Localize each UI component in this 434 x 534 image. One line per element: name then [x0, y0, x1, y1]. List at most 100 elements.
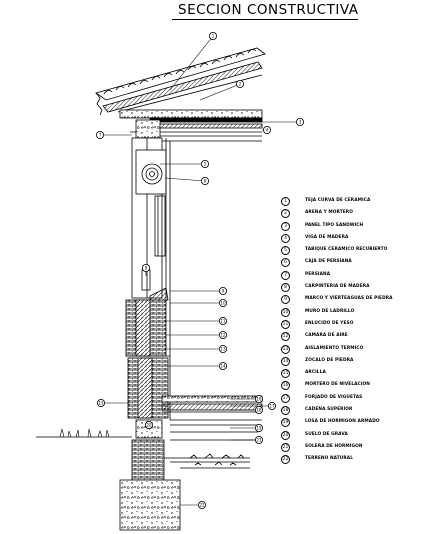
gravel: [189, 453, 245, 466]
callout-number: 10: [220, 301, 226, 306]
callout-number: 1: [212, 34, 215, 39]
legend-number: 11: [281, 319, 290, 329]
callout-number: 8: [145, 266, 148, 271]
legend-item: 3 PANEL TIPO SANDWICH: [281, 220, 431, 232]
grass: [59, 428, 110, 438]
legend-number: 3: [281, 221, 290, 231]
callout-marker: [200, 176, 209, 185]
legend-label: TERRENO NATURAL: [305, 456, 354, 462]
legend-item: 14 ZOCALO DE PIEDRA: [281, 355, 431, 367]
floor-slab: [135, 395, 263, 441]
callout-number: 14: [220, 364, 226, 369]
legend-item: 13 AISLAMIENTO TERMICO: [281, 343, 431, 355]
legend-number: 10: [281, 307, 290, 317]
callout-number: 21: [256, 438, 262, 443]
legend-label: CADENA SUPERIOR: [305, 407, 353, 413]
legend-label: PERSIANA: [305, 271, 331, 277]
callout-marker: [218, 361, 227, 370]
callout-marker: [254, 394, 263, 403]
legend-number: 16: [281, 381, 290, 391]
callout-marker: [218, 286, 227, 295]
callout-number: 22: [199, 503, 205, 508]
callout-marker: [267, 401, 276, 410]
legend-label: ZOCALO DE PIEDRA: [305, 357, 354, 363]
legend-number: 7: [281, 270, 290, 280]
callout-marker: [295, 118, 304, 127]
callout-number: 18: [256, 408, 262, 413]
legend-label: ENLUCIDO DE YESO: [305, 320, 354, 326]
legend-label: FORJADO DE VIGUETAS: [305, 394, 363, 400]
callout-number: 13: [220, 347, 226, 352]
callout-marker: [218, 316, 227, 325]
legend-label: PANEL TIPO SANDWICH: [305, 222, 364, 228]
callout-number: 9: [222, 289, 225, 294]
legend-item: 2 ARENA Y MORTERO: [281, 207, 431, 219]
callout-number: 17: [269, 404, 275, 409]
callout-marker: [197, 500, 206, 509]
foundation: [36, 428, 250, 531]
roof-tiles: [103, 49, 257, 95]
legend-label: CARPINTERIA DE MADERA: [305, 284, 370, 290]
legend-number: 22: [281, 455, 290, 465]
legend-label: LOSA DE HORMIGON ARMADO: [305, 419, 380, 425]
legend-number: 14: [281, 356, 290, 366]
legend-number: 18: [281, 406, 290, 416]
title-underline: [172, 19, 358, 21]
callout-leader: [169, 35, 214, 91]
legend-label: MURO DE LADRILLO: [305, 308, 355, 314]
legend-number: 6: [281, 258, 290, 268]
legend-item: 11 ENLUCIDO DE YESO: [281, 318, 431, 330]
callout-number: 16: [256, 397, 262, 402]
callout-number: 11: [220, 319, 226, 324]
legend-item: 21 SOLERA DE HORMIGON: [281, 441, 431, 453]
legend-label: AISLAMIENTO TERMICO: [305, 345, 364, 351]
legend-item: 22 TERRENO NATURAL: [281, 453, 431, 465]
callout-marker: [218, 298, 227, 307]
legend-label: MARCO Y VIERTEAGUAS DE PIEDRA: [305, 296, 393, 302]
legend-label: SOLERA DE HORMIGON: [305, 443, 363, 449]
legend-label: SUELO DE GRAVA: [305, 431, 348, 437]
callout-marker: [254, 435, 263, 444]
legend-number: 4: [281, 233, 290, 243]
callout-number: 3: [299, 120, 302, 125]
legend-item: 7 PERSIANA: [281, 269, 431, 281]
legend-number: 17: [281, 393, 290, 403]
callout-marker: [254, 405, 263, 414]
callout-number: 19: [256, 426, 262, 431]
legend-label: ARENA Y MORTERO: [305, 210, 353, 216]
callout-number: 20: [146, 423, 152, 428]
legend-label: MORTERO DE NIVELACION: [305, 382, 370, 388]
wall: [131, 137, 171, 305]
legend-item: 16 MORTERO DE NIVELACION: [281, 379, 431, 391]
legend-item: 10 MURO DE LADRILLO: [281, 306, 431, 318]
callout-marker: [97, 398, 106, 407]
callout-number: 7: [99, 133, 102, 138]
legend-number: 2: [281, 209, 290, 219]
legend-label: CAMARA DE AIRE: [305, 333, 348, 339]
lower-wall: [125, 299, 171, 420]
callout-marker: [235, 80, 244, 89]
legend-number: 13: [281, 344, 290, 354]
callout-number: 4: [266, 128, 269, 133]
legend-number: 21: [281, 442, 290, 452]
callout-number: 5: [204, 162, 207, 167]
legend-number: 1: [281, 197, 290, 206]
legend-number: 15: [281, 369, 290, 379]
legend-number: 12: [281, 332, 290, 342]
callout-marker: [208, 32, 217, 41]
callout-marker: [96, 130, 105, 139]
callout-marker: [141, 263, 150, 272]
legend-item: 18 CADENA SUPERIOR: [281, 404, 431, 416]
callout-leader: [199, 83, 241, 101]
